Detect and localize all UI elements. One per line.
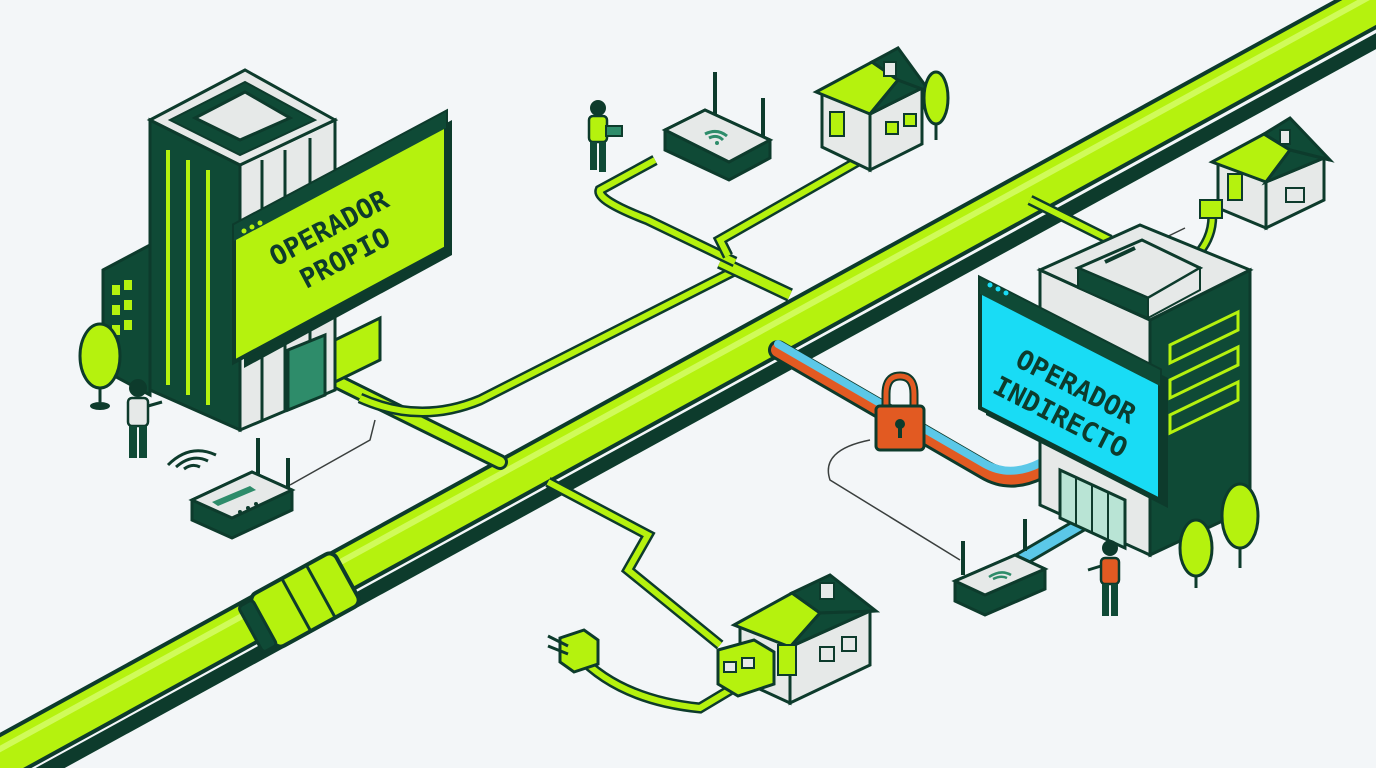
plug-icon xyxy=(547,628,600,674)
tree-icon xyxy=(1220,482,1260,568)
wifi-icon xyxy=(704,129,728,142)
network-box xyxy=(716,638,776,698)
router-icon xyxy=(188,438,296,540)
person-icon xyxy=(1087,540,1121,616)
tree-icon xyxy=(1178,518,1214,588)
person-icon xyxy=(126,379,163,458)
own-operator-building xyxy=(101,68,382,433)
padlock-icon xyxy=(874,371,926,452)
person-icon xyxy=(587,100,623,172)
wall-box xyxy=(1199,199,1223,219)
house-icon xyxy=(812,46,935,173)
indirect-operator-sign: OPERADOR INDIRECTO xyxy=(978,274,1168,508)
own-operator-sign: OPERADOR PROPIO xyxy=(232,108,452,368)
trunk-coupler xyxy=(238,551,361,653)
router-icon xyxy=(661,72,774,182)
wifi-icon xyxy=(166,449,217,471)
house-icon xyxy=(1208,116,1335,231)
tree-icon xyxy=(78,322,122,410)
tree-icon xyxy=(922,70,950,140)
router-icon xyxy=(951,519,1049,617)
